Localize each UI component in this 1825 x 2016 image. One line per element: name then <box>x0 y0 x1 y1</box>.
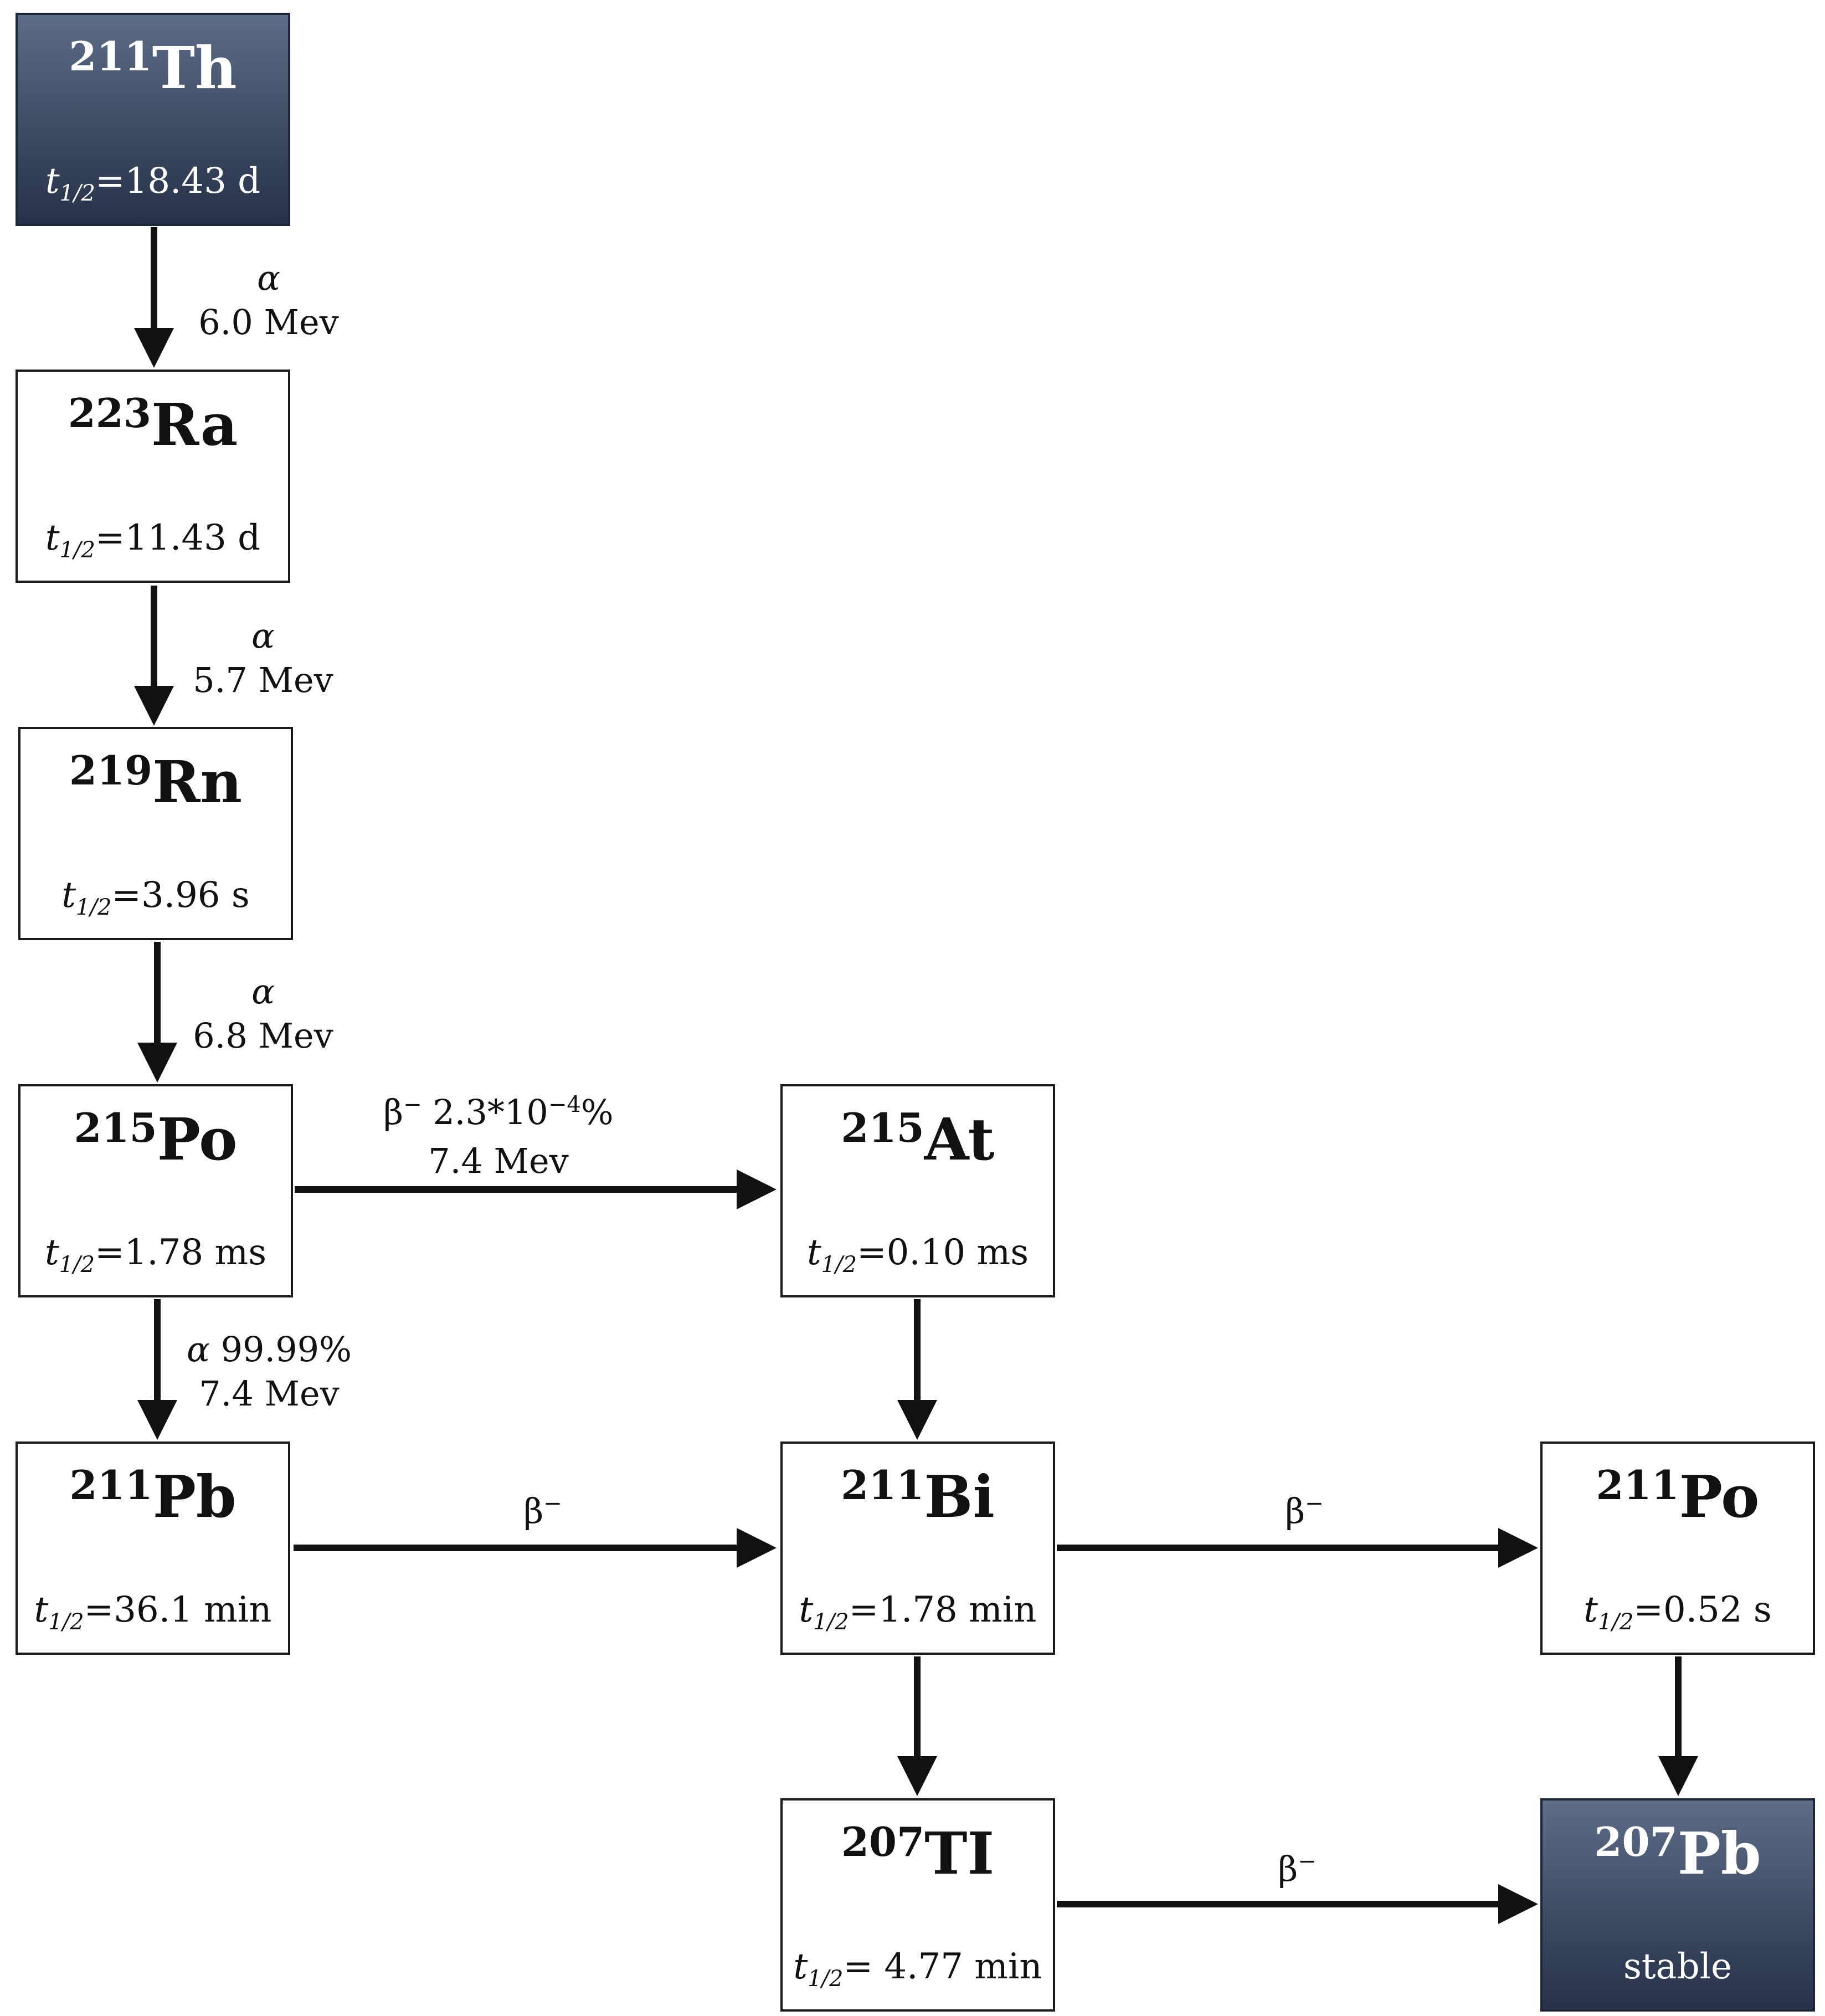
decay-mode: β− <box>523 1491 562 1531</box>
node-po211: 211Po t1/2=0.52 s <box>1540 1442 1815 1655</box>
half-life: t1/2=0.10 ms <box>806 1232 1029 1278</box>
node-tl207: 207TI t1/2= 4.77 min <box>780 1798 1055 2012</box>
node-pb207: 207Pb stable <box>1540 1798 1815 2012</box>
decay-energy: 7.4 Mev <box>199 1373 340 1414</box>
half-life: t1/2=36.1 min <box>34 1589 272 1635</box>
decay-mode-branching: α 99.99% <box>187 1329 352 1369</box>
isotope-label: 219Rn <box>69 747 243 816</box>
node-po215: 215Po t1/2=1.78 ms <box>18 1084 293 1297</box>
node-ra223: 223Ra t1/2=11.43 d <box>16 370 290 583</box>
decay-mode-branching: β− 2.3*10−4% <box>383 1092 614 1132</box>
decay-energy: 7.4 Mev <box>428 1141 569 1181</box>
label-rn219-to-po215: α 6.8 Mev <box>191 969 335 1058</box>
label-po215-to-pb211: α 99.99% 7.4 Mev <box>186 1327 352 1416</box>
decay-mode: β− <box>1285 1491 1324 1531</box>
decay-energy: 5.7 Mev <box>193 660 333 700</box>
isotope-label: 207Pb <box>1594 1818 1761 1887</box>
isotope-label: 211Pb <box>69 1461 237 1531</box>
decay-energy: 6.8 Mev <box>193 1015 333 1056</box>
half-life: t1/2=18.43 d <box>45 161 261 206</box>
label-pb211-to-bi211: β− <box>498 1489 587 1538</box>
half-life: t1/2=1.78 ms <box>44 1232 267 1278</box>
half-life: t1/2=3.96 s <box>61 875 250 920</box>
label-th211-to-ra223: α 6.0 Mev <box>197 256 341 345</box>
isotope-label: 215Po <box>74 1104 238 1173</box>
decay-mode: α <box>251 971 275 1012</box>
label-tl207-to-pb207: β− <box>1253 1847 1341 1896</box>
node-th211: 211Th t1/2=18.43 d <box>16 13 290 226</box>
node-bi211: 211Bi t1/2=1.78 min <box>780 1442 1055 1655</box>
label-bi211-to-po211: β− <box>1260 1489 1349 1538</box>
label-ra223-to-rn219: α 5.7 Mev <box>191 614 335 702</box>
decay-mode: α <box>257 258 280 298</box>
half-life: t1/2= 4.77 min <box>793 1946 1042 1992</box>
half-life: t1/2=1.78 min <box>799 1589 1037 1635</box>
node-pb211: 211Pb t1/2=36.1 min <box>16 1442 290 1655</box>
label-po215-to-at215: β− 2.3*10−4% 7.4 Mev <box>382 1090 615 1183</box>
isotope-label: 211Po <box>1596 1461 1760 1531</box>
decay-energy: 6.0 Mev <box>198 302 339 342</box>
isotope-label: 215At <box>841 1104 995 1173</box>
isotope-label: 211Th <box>69 33 237 102</box>
half-life: t1/2=11.43 d <box>45 517 261 563</box>
decay-mode: β− <box>1278 1849 1317 1889</box>
node-at215: 215At t1/2=0.10 ms <box>780 1084 1055 1297</box>
stable-label: stable <box>1623 1946 1733 1987</box>
isotope-label: 223Ra <box>68 389 238 459</box>
isotope-label: 207TI <box>841 1818 995 1887</box>
node-rn219: 219Rn t1/2=3.96 s <box>18 727 293 940</box>
isotope-label: 211Bi <box>841 1461 995 1531</box>
half-life: t1/2=0.52 s <box>1584 1589 1772 1635</box>
decay-mode: α <box>251 615 275 656</box>
